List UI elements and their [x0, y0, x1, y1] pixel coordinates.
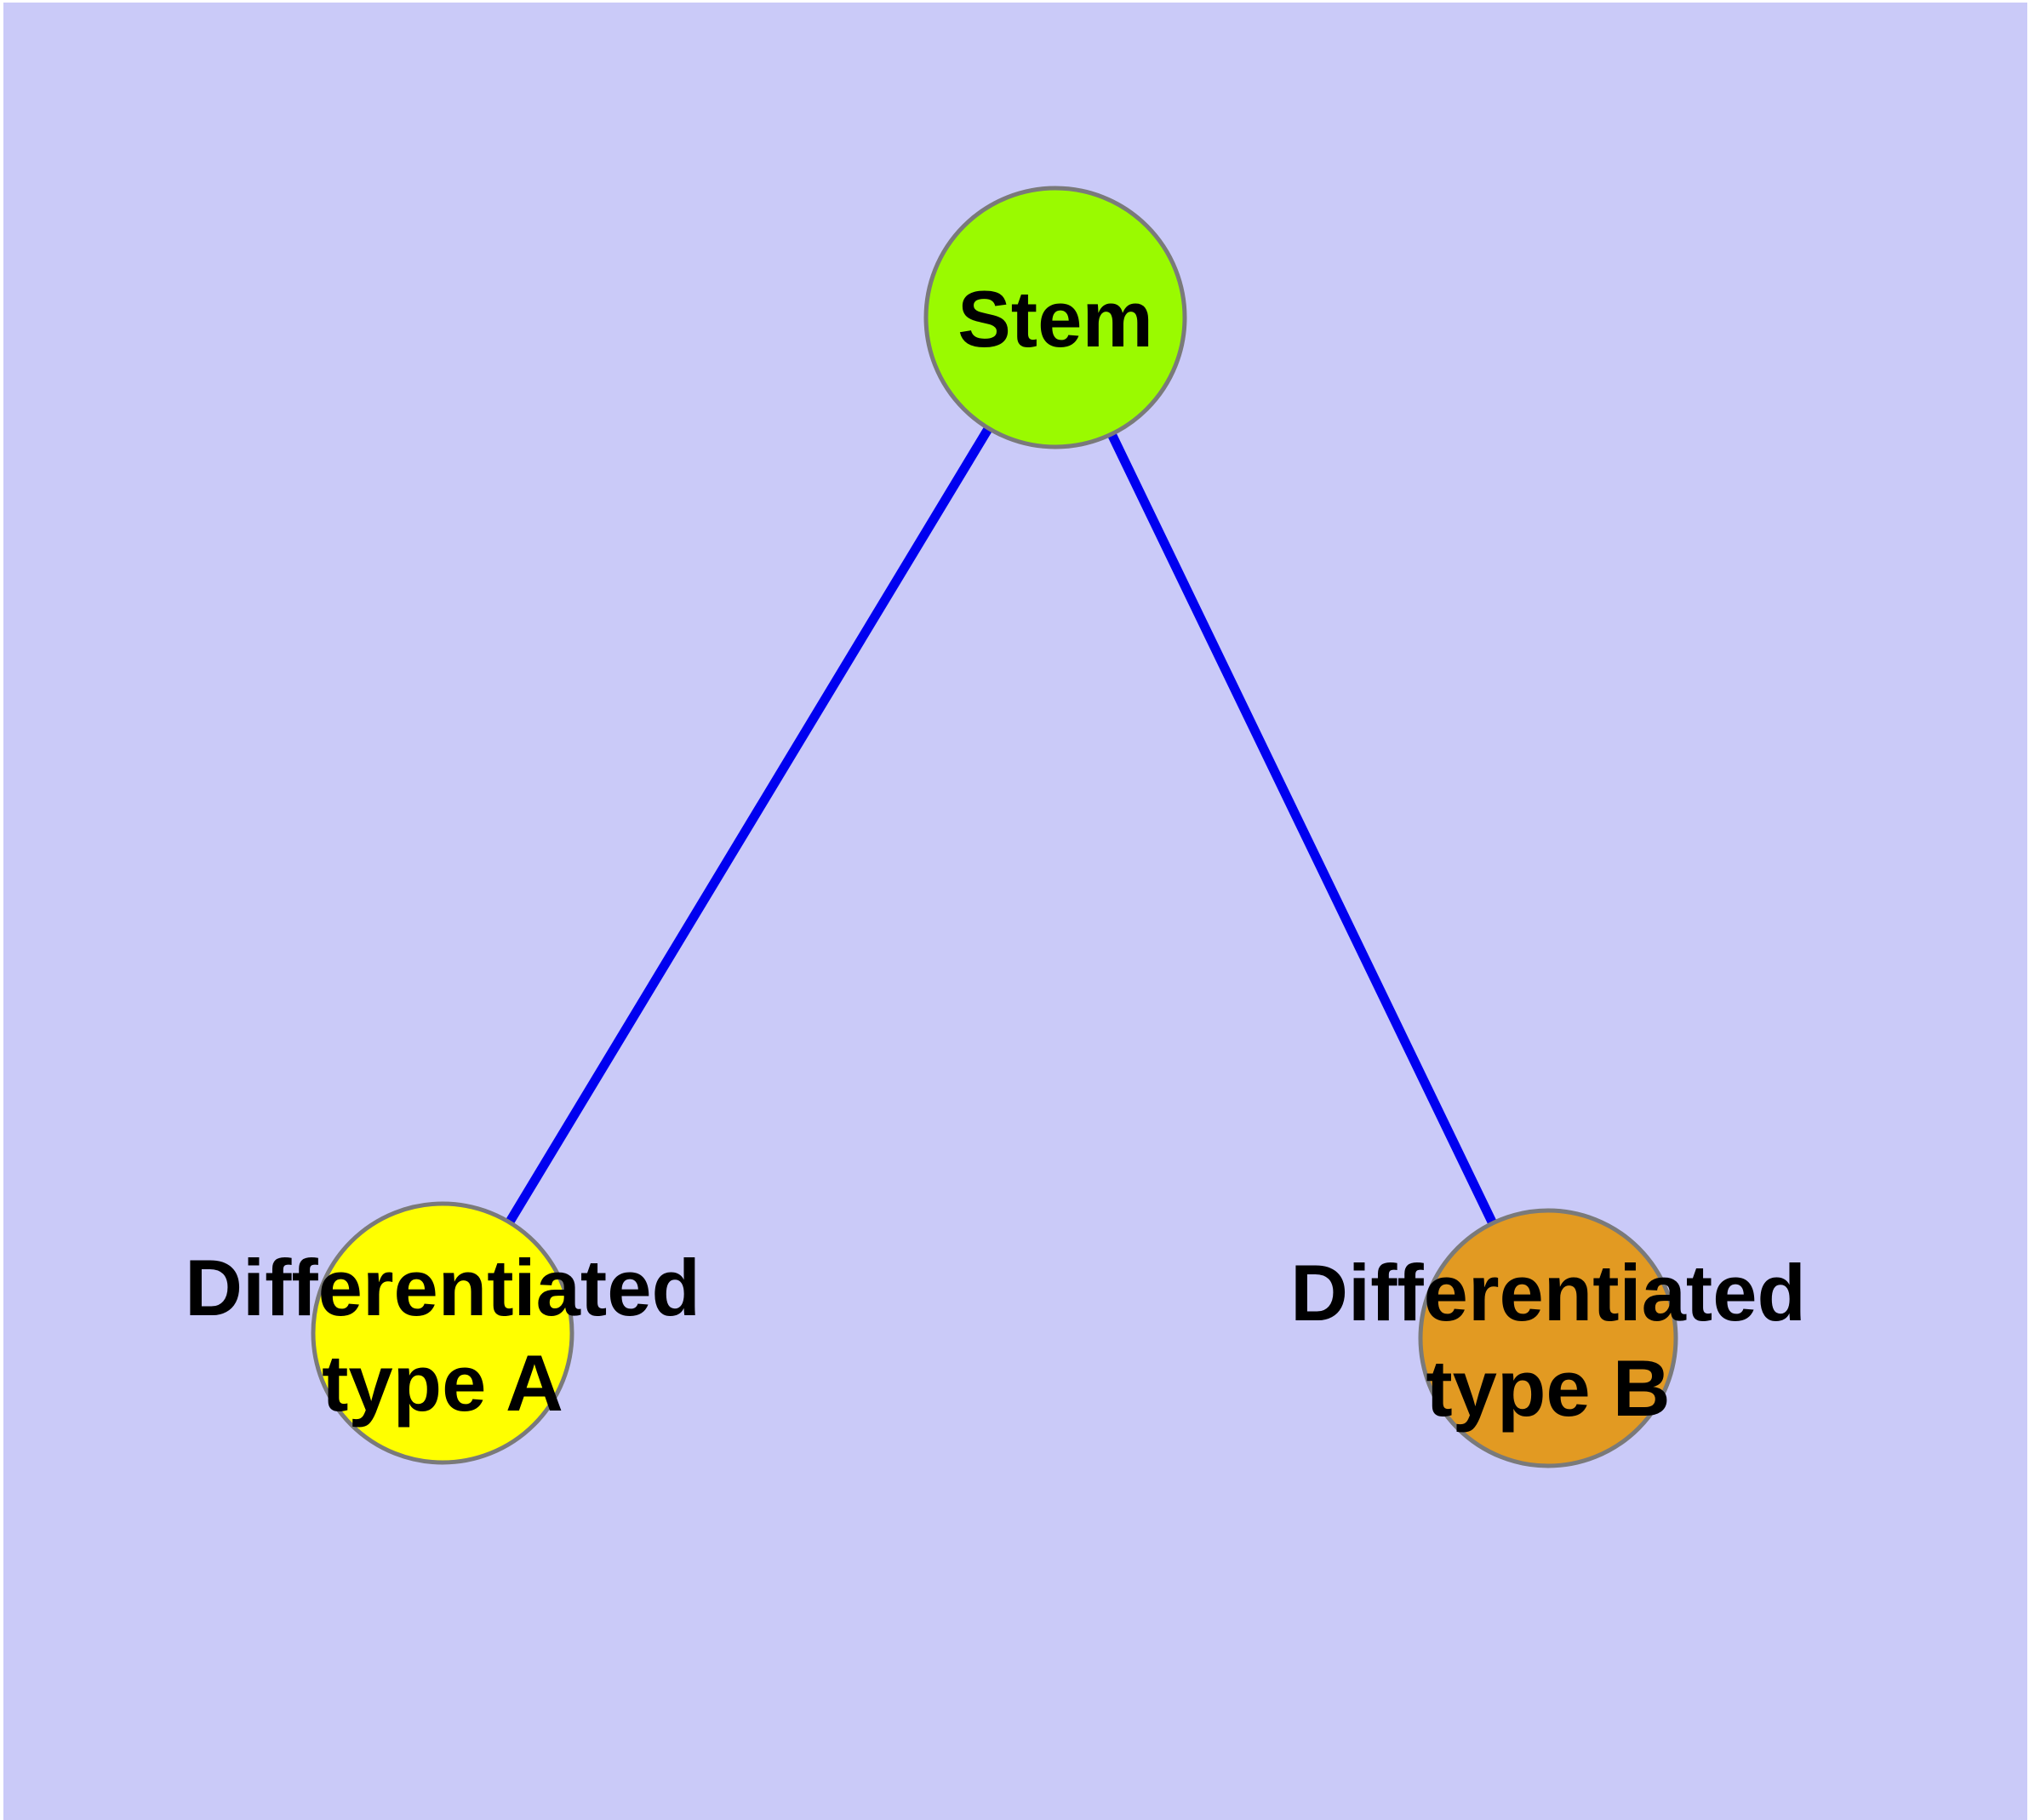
edge-stem-to-type-a: [438, 315, 1060, 1336]
node-type-a-label-line1: Differentiated: [185, 1243, 700, 1332]
edge-stem-to-type-b: [1051, 315, 1552, 1341]
node-stem-label: Stem: [957, 274, 1153, 363]
node-differentiated-type-a: [311, 1201, 574, 1465]
node-type-b-label-line1: Differentiated: [1290, 1248, 1806, 1337]
label-layer: Stem Differentiated type A Differentiate…: [185, 274, 1806, 1433]
node-layer: [311, 186, 1678, 1468]
node-stem: [923, 186, 1187, 449]
node-type-b-label-line2: type B: [1426, 1343, 1670, 1433]
edge-layer: [438, 315, 1552, 1341]
node-differentiated-type-b: [1418, 1208, 1678, 1468]
node-type-a-label-line2: type A: [322, 1338, 563, 1428]
